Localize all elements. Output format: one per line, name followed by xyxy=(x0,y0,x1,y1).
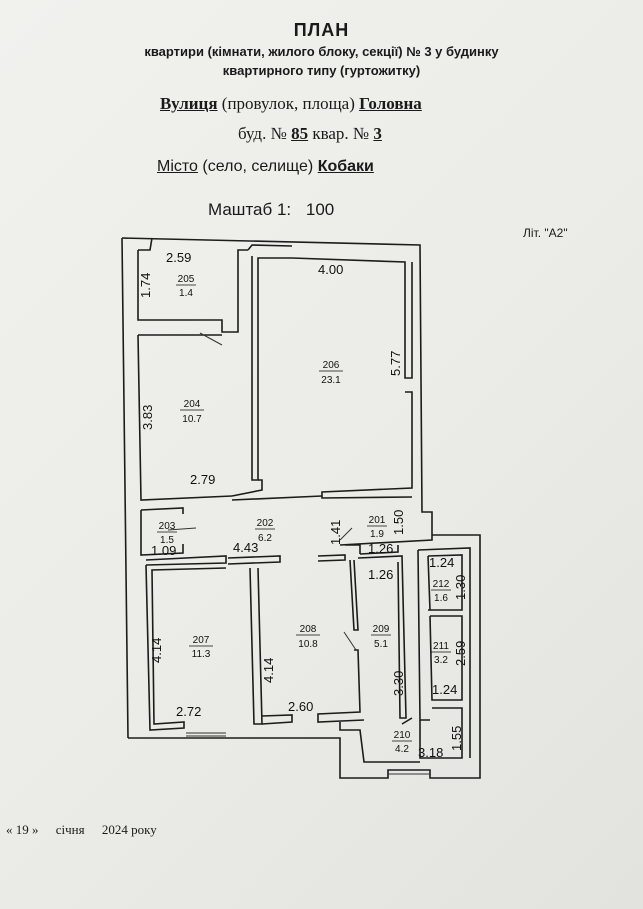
city-line: Місто (село, селище) Кобаки xyxy=(157,158,374,176)
dim-4-43: 4.43 xyxy=(233,540,258,555)
building-value: 85 xyxy=(291,124,309,143)
room-209-area: 5.1 xyxy=(374,639,388,650)
dim-3-18: 3.18 xyxy=(418,745,443,760)
room-205-area: 1.4 xyxy=(179,288,193,299)
room-206-area: 23.1 xyxy=(321,375,341,386)
dim-2-72: 2.72 xyxy=(176,704,201,719)
street-hint: (провулок, площа) xyxy=(221,94,355,113)
door-swings xyxy=(167,332,357,651)
city-value: Кобаки xyxy=(317,158,374,175)
date-year: 2024 року xyxy=(101,822,157,837)
room-204-number: 204 xyxy=(184,399,201,410)
dim-1-26-upper: 1.26 xyxy=(368,541,393,556)
room-208-number: 208 xyxy=(300,624,317,635)
room-205-number: 205 xyxy=(178,274,195,285)
dim-1-26-lower: 1.26 xyxy=(368,567,393,582)
dim-1-50: 1.50 xyxy=(391,510,406,535)
room-207-area: 11.3 xyxy=(192,649,211,660)
dim-2-59-top: 2.59 xyxy=(166,250,191,265)
subtitle-line-1: квартири (кімнати, жилого блоку, секції)… xyxy=(144,44,499,59)
dimensions: 2.59 1.74 4.00 5.77 3.83 2.79 1.41 1.50 … xyxy=(138,250,468,760)
room-204-area: 10.7 xyxy=(182,414,202,425)
room-202-number: 202 xyxy=(257,518,274,529)
date-day: « 19 » xyxy=(6,822,39,837)
city-hint: (село, селище) xyxy=(202,158,314,175)
room-203-number: 203 xyxy=(159,521,176,532)
dim-1-30: 1.30 xyxy=(453,575,468,600)
room-210-area: 4.2 xyxy=(395,744,409,755)
date-month: січня xyxy=(55,822,85,837)
subtitle-line-2: квартирного типу (гуртожитку) xyxy=(222,63,421,78)
lit-label: Літ. "А2" xyxy=(523,226,568,240)
dim-1-55: 1.55 xyxy=(449,726,464,751)
street-label: Вулиця xyxy=(160,94,218,113)
apartment-label: квар. № xyxy=(312,124,370,143)
dim-4-14-left: 4.14 xyxy=(149,638,164,663)
street-line: Вулиця (провулок, площа) Головна xyxy=(160,94,422,114)
room-210-number: 210 xyxy=(394,730,411,741)
room-209-number: 209 xyxy=(373,624,390,635)
dim-4-00: 4.00 xyxy=(318,262,343,277)
scale-value: 100 xyxy=(305,200,335,219)
dim-2-60: 2.60 xyxy=(288,699,313,714)
dim-2-59-right: 2.59 xyxy=(453,641,468,666)
room-207-number: 207 xyxy=(193,635,210,646)
dim-3-30: 3.30 xyxy=(391,671,406,696)
apartment-value: 3 xyxy=(373,124,382,143)
room-212-number: 212 xyxy=(433,579,450,590)
room-211-number: 211 xyxy=(433,641,449,652)
dim-1-09: 1.09 xyxy=(151,543,176,558)
room-206-number: 206 xyxy=(323,360,340,371)
room-203-area: 1.5 xyxy=(160,535,174,546)
scale-label: Маштаб 1: xyxy=(208,200,292,219)
street-value: Головна xyxy=(359,94,422,113)
dim-5-77: 5.77 xyxy=(388,351,403,376)
dim-1-24-lower: 1.24 xyxy=(432,682,457,697)
dim-1-24-upper: 1.24 xyxy=(429,555,454,570)
room-201-area: 1.9 xyxy=(370,529,384,540)
room-201-number: 201 xyxy=(369,515,386,526)
dim-4-14-middle: 4.14 xyxy=(261,658,276,683)
room-202-area: 6.2 xyxy=(258,533,272,544)
windows xyxy=(186,732,430,775)
page-title: ПЛАН xyxy=(293,20,350,40)
building-line: буд. № 85 квар. № 3 xyxy=(238,124,382,144)
dim-1-41: 1.41 xyxy=(328,520,343,545)
date-line: « 19 » січня 2024 року xyxy=(6,822,157,838)
dim-1-74: 1.74 xyxy=(138,273,153,298)
room-212-area: 1.6 xyxy=(434,593,448,604)
scale-line: Маштаб 1: 100 xyxy=(208,200,334,220)
city-label: Місто xyxy=(157,158,198,175)
dim-3-83: 3.83 xyxy=(140,405,155,430)
room-labels: 205 1.4 206 23.1 204 10.7 203 1.5 202 6.… xyxy=(157,274,451,755)
building-label: буд. № xyxy=(238,124,287,143)
floor-plan-walls xyxy=(121,237,481,779)
room-208-area: 10.8 xyxy=(298,639,318,650)
room-211-area: 3.2 xyxy=(434,655,448,666)
dim-2-79: 2.79 xyxy=(190,472,215,487)
